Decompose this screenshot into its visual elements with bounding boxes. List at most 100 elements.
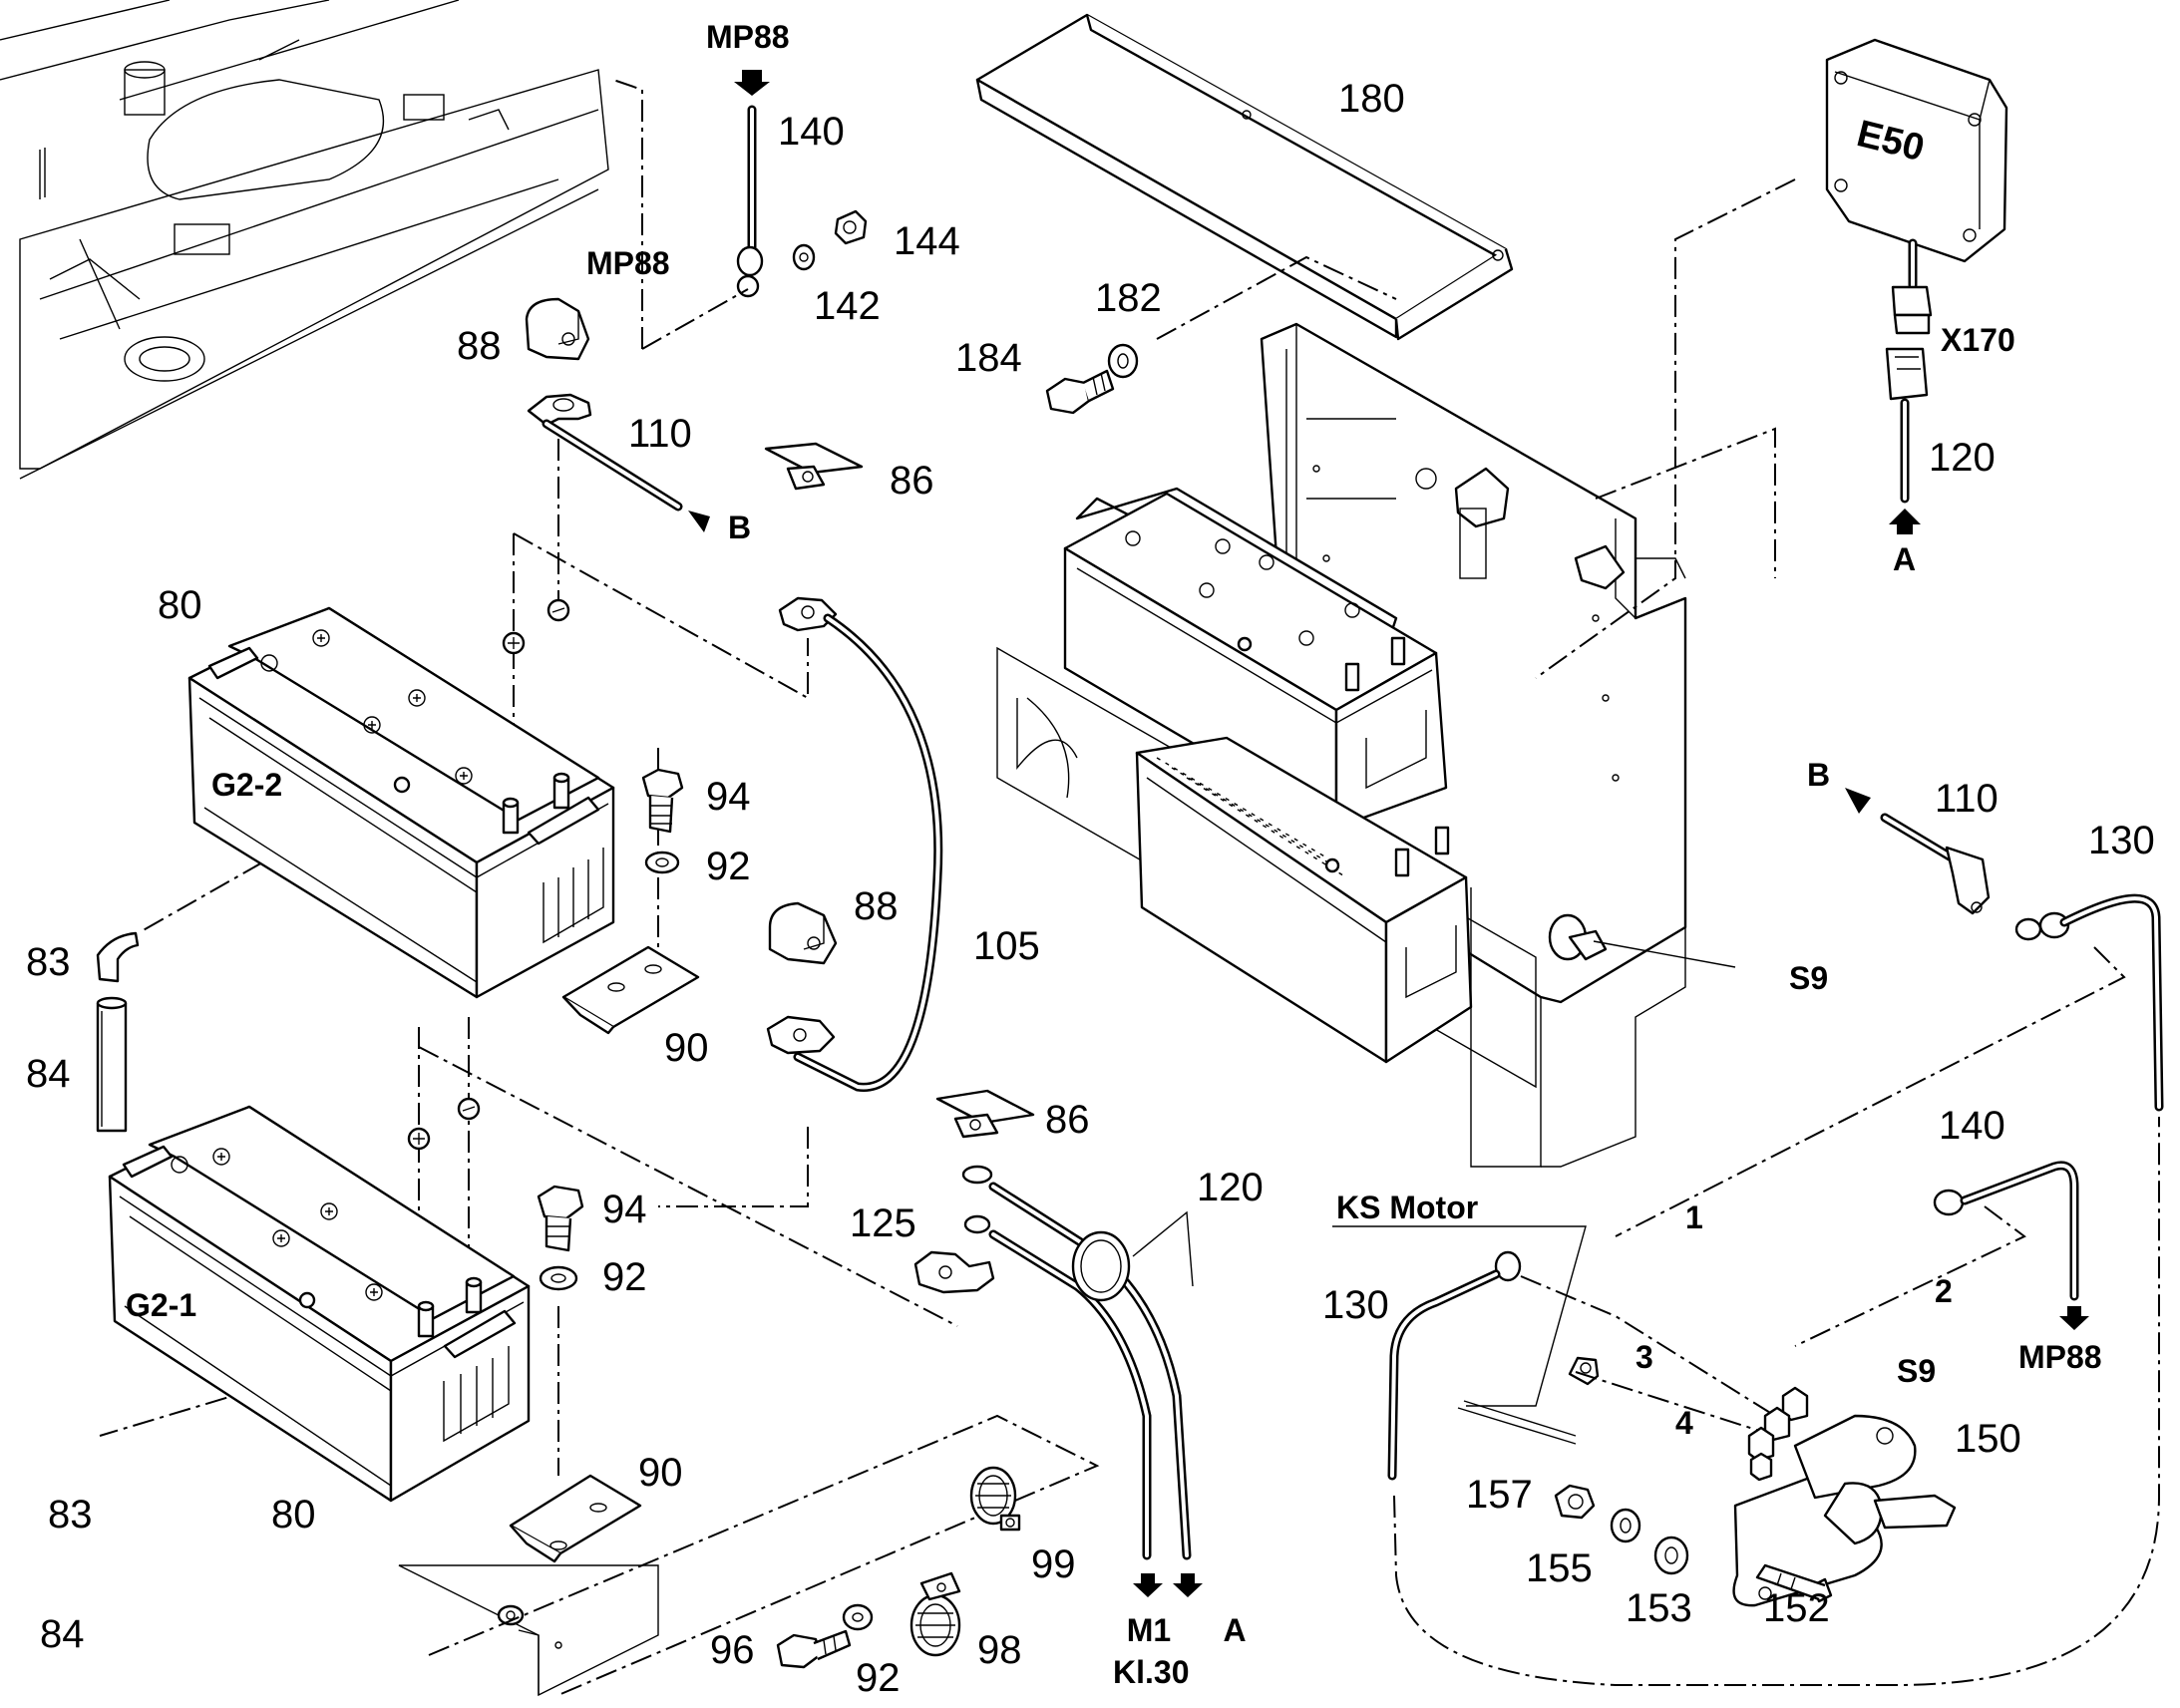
label-182: 182 [1095, 276, 1162, 320]
ground-cable-140 [612, 70, 868, 350]
washer-92-bottom [539, 1265, 578, 1291]
washer-153 [1653, 1536, 1689, 1575]
a-arrow-bottom [1173, 1573, 1203, 1597]
label-153: 153 [1626, 1586, 1692, 1630]
vent-tube-84-top [96, 996, 128, 1133]
bolt-94-top [641, 768, 684, 834]
label-mp88-right: MP88 [2018, 1339, 2102, 1375]
bolt-96 [776, 1629, 852, 1669]
terminal-cover-88-mid [768, 901, 838, 965]
loop-boundary-dashed [1393, 1117, 2160, 1686]
bolt-184 [1045, 369, 1115, 415]
label-120-mid: 120 [1197, 1166, 1264, 1209]
label-120-top: 120 [1929, 436, 1996, 480]
battery-clamp-125 [418, 1046, 995, 1327]
cable-130-left [1387, 1250, 1776, 1481]
label-90-bottom: 90 [638, 1451, 683, 1495]
washer-92-top [644, 851, 680, 874]
label-wire-1: 1 [1685, 1199, 1703, 1235]
terminal-pad-86-top [764, 442, 864, 491]
a-arrow-top [1889, 509, 1921, 534]
terminal-pad-86-mid [935, 1089, 1035, 1139]
label-144: 144 [894, 219, 960, 263]
label-86-top: 86 [890, 459, 934, 503]
label-125: 125 [850, 1201, 916, 1245]
label-s9-mid: S9 [1789, 960, 1828, 996]
mp88-arrow-top [734, 70, 770, 96]
battery-g2-1 [108, 1097, 531, 1503]
label-mp88-top: MP88 [706, 19, 790, 55]
battery-cable-110-right [1845, 788, 1991, 915]
screw-152 [1755, 1563, 1833, 1603]
ground-cable-140-right [1794, 1161, 2089, 1347]
terminal-cover-88-top [525, 297, 590, 361]
label-ks-motor: KS Motor [1336, 1190, 1478, 1225]
label-99: 99 [1031, 1542, 1076, 1586]
label-m1: M1 [1127, 1612, 1171, 1648]
label-86-mid: 86 [1045, 1098, 1090, 1142]
label-184: 184 [955, 336, 1022, 380]
hose-clip-99 [969, 1466, 1021, 1532]
label-wire-2: 2 [1935, 1273, 1953, 1309]
bracket-90-top [561, 877, 700, 1035]
b-arrow-top [688, 511, 710, 532]
label-180: 180 [1338, 77, 1405, 121]
label-110-top: 110 [628, 412, 692, 456]
label-140-top: 140 [778, 110, 845, 154]
label-142: 142 [814, 284, 881, 328]
label-130-left: 130 [1322, 1283, 1389, 1327]
hose-clip-98 [909, 1571, 961, 1657]
label-a-bottom: A [1223, 1612, 1246, 1648]
label-96: 96 [710, 1628, 755, 1672]
label-98: 98 [977, 1628, 1022, 1672]
label-83-top: 83 [26, 940, 71, 984]
label-110-right: 110 [1935, 777, 1998, 821]
label-130-right: 130 [2088, 819, 2155, 862]
interconnect-cable-105 [766, 596, 943, 1092]
b-arrow-right [1845, 788, 1871, 814]
label-a-top: A [1893, 541, 1916, 577]
label-157: 157 [1466, 1473, 1533, 1517]
washer-182 [1107, 343, 1139, 379]
battery-g2-2 [187, 598, 615, 999]
label-kl30: Kl.30 [1113, 1654, 1189, 1690]
washer-155 [1610, 1508, 1641, 1543]
battery-switch-s9-on-box [1548, 913, 1736, 968]
label-155: 155 [1526, 1546, 1593, 1590]
callout-labels: MP88 140 MP88 144 142 88 110 B 86 80 G2-… [26, 19, 2155, 1700]
connector-x170 [1535, 178, 1933, 679]
label-92-lowest: 92 [856, 1656, 901, 1700]
label-s9-bottom: S9 [1897, 1353, 1936, 1389]
label-83-bottom: 83 [48, 1493, 93, 1537]
label-88-top: 88 [457, 324, 502, 368]
label-94-bottom: 94 [602, 1188, 647, 1231]
main-cables-120 [988, 1182, 1203, 1597]
cable-130-right [1615, 893, 2164, 1237]
label-84-bottom: 84 [40, 1612, 85, 1656]
washer-92-lowest [842, 1603, 874, 1631]
label-g2-2: G2-2 [211, 767, 282, 803]
label-b-top: B [728, 510, 751, 545]
label-92-bottom: 92 [602, 1255, 647, 1299]
label-wire-3: 3 [1635, 1339, 1653, 1375]
label-88-mid: 88 [854, 884, 899, 928]
label-94-top: 94 [706, 775, 751, 819]
label-105: 105 [973, 924, 1040, 968]
module-e50 [1825, 38, 2008, 263]
nut-157 [1554, 1484, 1596, 1520]
label-90-top: 90 [664, 1026, 709, 1070]
battery-box-assembly [996, 322, 1687, 1168]
battery-cable-110-top [527, 393, 710, 532]
label-92-top: 92 [706, 845, 751, 888]
label-152: 152 [1763, 1586, 1830, 1630]
vent-elbow-83-top [96, 931, 140, 983]
ks-motor-wiring [1332, 1225, 1776, 1445]
vehicle-floor-frame [0, 0, 609, 480]
cover-plate-180 [975, 13, 1514, 341]
base-plate [398, 1414, 1100, 1697]
label-140-right: 140 [1939, 1104, 2005, 1148]
bracket-90-bottom [509, 1306, 642, 1563]
label-wire-4: 4 [1675, 1405, 1693, 1441]
m1-arrow [1133, 1573, 1163, 1597]
